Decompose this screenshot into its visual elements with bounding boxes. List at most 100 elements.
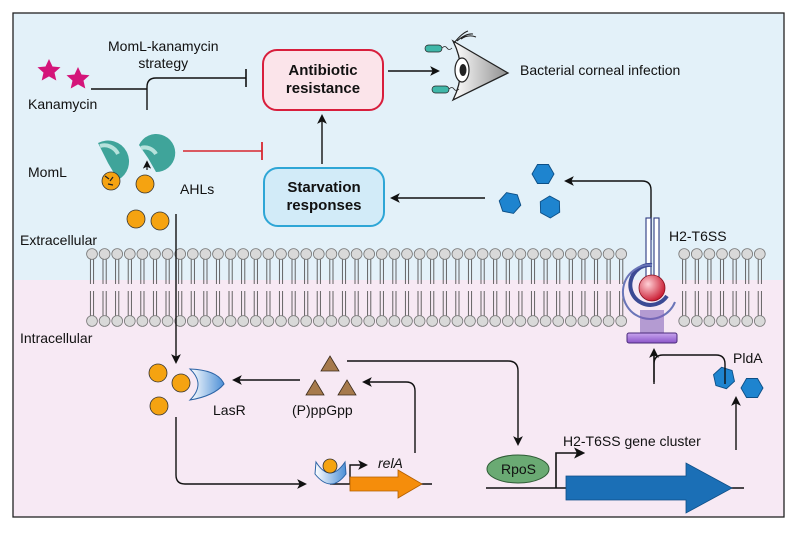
phospholipid — [363, 248, 376, 327]
starvation-label: Starvation responses — [286, 179, 362, 214]
moml-label: MomL — [28, 164, 67, 180]
hexagon-effector-icon — [531, 164, 555, 184]
phospholipid — [388, 248, 401, 327]
ahl-molecule-icon — [322, 458, 338, 474]
plda-label: PldA — [733, 350, 763, 366]
eye-icon — [451, 30, 510, 102]
strategy-label: MomL-kanamycin strategy — [108, 38, 219, 71]
phospholipid — [728, 248, 741, 327]
ppgpp-to-rpos-arrow — [347, 360, 523, 446]
phospholipid — [86, 248, 98, 327]
intracellular-label: Intracellular — [20, 330, 93, 346]
ahl-molecule-icon — [150, 211, 170, 231]
phospholipid — [716, 248, 728, 327]
phospholipid — [375, 248, 388, 327]
phospholipid — [338, 248, 350, 327]
starvation-label-wrap: Starvation responses — [264, 168, 384, 226]
bacterium-icon — [424, 44, 453, 53]
phospholipid — [577, 248, 590, 327]
ahl-molecule-icon — [126, 209, 146, 229]
gene-cluster-promoter-arrow — [555, 447, 586, 488]
phospholipid — [552, 248, 564, 327]
phospholipid — [590, 248, 602, 327]
hexagon-effector-icon — [713, 366, 735, 390]
ppgpp-label: (P)ppGpp — [292, 402, 353, 418]
phospholipid — [237, 248, 250, 327]
phospholipid — [690, 248, 703, 327]
phospholipid — [124, 248, 136, 327]
phospholipid — [464, 248, 476, 327]
phospholipid — [187, 248, 199, 327]
h2-t6ss-label: H2-T6SS — [669, 228, 727, 244]
rpos-protein-icon — [486, 454, 550, 484]
phospholipid — [413, 248, 426, 327]
bacterium-icon — [431, 85, 460, 94]
phospholipid — [602, 248, 615, 327]
phospholipid — [539, 248, 552, 327]
phospholipid — [224, 248, 237, 327]
t6ss-apparatus-icon — [622, 217, 678, 344]
phospholipid — [300, 248, 313, 327]
ppgpp-triangle-icon — [320, 355, 340, 372]
t6ss-secretion-arrow — [564, 176, 652, 240]
ppgpp-triangle-icon — [305, 379, 325, 396]
kanamycin-star-icon — [37, 59, 61, 81]
phospholipid — [489, 248, 502, 327]
phospholipid — [136, 248, 149, 327]
phospholipid — [514, 248, 527, 327]
gene-cluster-label: H2-T6SS gene cluster — [563, 433, 701, 449]
rpos-label: RpoS — [501, 461, 537, 477]
antibiotic-resistance-label: Antibiotic resistance — [285, 62, 361, 97]
phospholipid — [451, 248, 464, 327]
antibiotic-resistance-box — [262, 49, 384, 111]
lasr-label: LasR — [213, 402, 246, 418]
phospholipid — [350, 248, 363, 327]
extracellular-label: Extracellular — [20, 232, 98, 248]
diagram-border — [12, 12, 785, 518]
cell-membrane — [86, 248, 766, 327]
kanamycin-star-icon — [66, 67, 90, 89]
phospholipid — [426, 248, 439, 327]
moml-enzyme-icon — [139, 134, 176, 173]
phospholipid — [287, 248, 300, 327]
ahl-molecule-icon — [171, 373, 191, 393]
phospholipid — [111, 248, 123, 327]
phospholipid — [564, 248, 577, 327]
phospholipid — [312, 248, 325, 327]
moml-enzyme-icon — [98, 140, 130, 191]
phospholipid — [212, 248, 224, 327]
phospholipid — [703, 248, 716, 327]
hexagon-effector-icon — [740, 378, 764, 398]
ahl-molecule-icon — [149, 396, 169, 416]
phospholipid — [741, 248, 753, 327]
phospholipid — [325, 248, 338, 327]
ppgpp-triangle-icon — [337, 379, 357, 396]
phospholipid — [401, 248, 413, 327]
phospholipid — [275, 248, 287, 327]
phospholipid — [262, 248, 275, 327]
phospholipid — [98, 248, 111, 327]
bacterial-infection-label: Bacterial corneal infection — [520, 62, 681, 78]
h2-t6ss-gene-arrow — [565, 462, 733, 514]
phospholipid — [161, 248, 174, 327]
lasr-receptor-icon — [188, 368, 225, 401]
rela-label: relA — [378, 455, 403, 471]
phospholipid — [476, 248, 489, 327]
phospholipid — [199, 248, 212, 327]
ahl-molecule-icon — [148, 363, 168, 383]
phospholipid — [250, 248, 262, 327]
phospholipid — [753, 248, 766, 327]
rela-to-ppgpp-arrow — [362, 377, 416, 453]
ahl-molecule-icon — [135, 174, 155, 194]
phospholipid — [678, 248, 690, 327]
phospholipid — [438, 248, 451, 327]
rela-gene-arrow — [349, 469, 423, 499]
ahls-label: AHLs — [180, 181, 215, 197]
antibiotic-resistance-label-wrap: Antibiotic resistance — [263, 50, 383, 110]
hexagon-effector-icon — [498, 192, 522, 214]
phospholipid — [501, 248, 514, 327]
starvation-responses-box — [263, 167, 385, 227]
hexagon-effector-icon — [539, 195, 561, 219]
phospholipid — [527, 248, 539, 327]
